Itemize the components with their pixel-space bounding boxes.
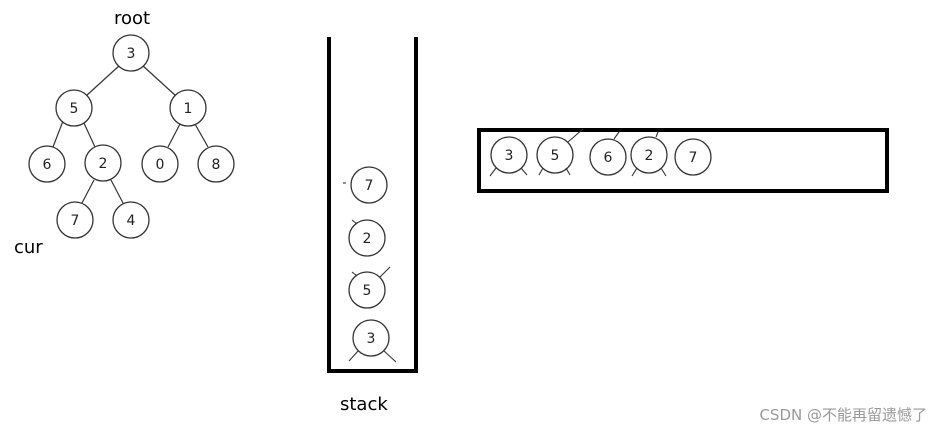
cur-label: cur (14, 237, 43, 258)
tree-node-label: 8 (212, 157, 221, 173)
stack-item-label: 2 (363, 231, 372, 247)
root-label: root (114, 8, 150, 29)
result-item: 3 (489, 136, 528, 177)
tree-node: 3 (112, 34, 150, 72)
stack-item: 3 (348, 319, 397, 363)
result-item: 2 (630, 131, 668, 177)
tree-edge (52, 120, 64, 148)
stack-item: 5 (348, 266, 391, 309)
tree-node-label: 5 (70, 101, 79, 117)
stack-container: 7 2 5 3 (327, 37, 418, 373)
tree-node: 5 (55, 89, 93, 127)
result-item-label: 7 (689, 150, 698, 166)
tree-node: 7 (56, 201, 94, 239)
result-item-label: 5 (551, 148, 560, 164)
tree-node: 2 (84, 144, 122, 182)
tree-edge (110, 179, 124, 204)
tree-edge (85, 64, 121, 97)
stack-item: 2 (348, 219, 386, 257)
result-item-label: 6 (604, 150, 613, 166)
watermark-text: CSDN @不能再留遗憾了 (759, 406, 927, 424)
tree-edge (82, 120, 96, 148)
tree-node-label: 2 (99, 156, 108, 172)
stack-item-label: 7 (365, 178, 374, 194)
result-box: 3 5 6 2 7 (477, 128, 889, 193)
tree-edge (167, 123, 181, 148)
tree-node-label: 6 (43, 157, 52, 173)
tree-node: 6 (28, 145, 66, 183)
result-item: 7 (674, 138, 712, 176)
tree-edge (141, 64, 177, 97)
binary-tree: 3 5 1 6 2 0 8 7 (28, 34, 235, 239)
tree-node-label: 1 (184, 101, 193, 117)
stack-item-label: 5 (363, 283, 372, 299)
tree-edge (81, 179, 95, 204)
stack-label: stack (340, 394, 388, 415)
stack-item: 7 (343, 166, 388, 204)
tree-edge (194, 123, 209, 148)
tree-node-label: 7 (71, 213, 80, 229)
result-item: 5 (536, 128, 584, 176)
tree-node-label: 4 (127, 213, 136, 229)
tree-node-label: 3 (127, 46, 136, 62)
tree-node: 0 (141, 145, 179, 183)
tree-node: 4 (112, 201, 150, 239)
stack-item-label: 3 (367, 331, 376, 347)
result-item-label: 2 (645, 148, 654, 164)
tree-node: 8 (197, 145, 235, 183)
result-item: 6 (589, 131, 627, 176)
result-item-label: 3 (505, 148, 514, 164)
tree-node: 1 (169, 89, 207, 127)
tree-node-label: 0 (156, 157, 165, 173)
